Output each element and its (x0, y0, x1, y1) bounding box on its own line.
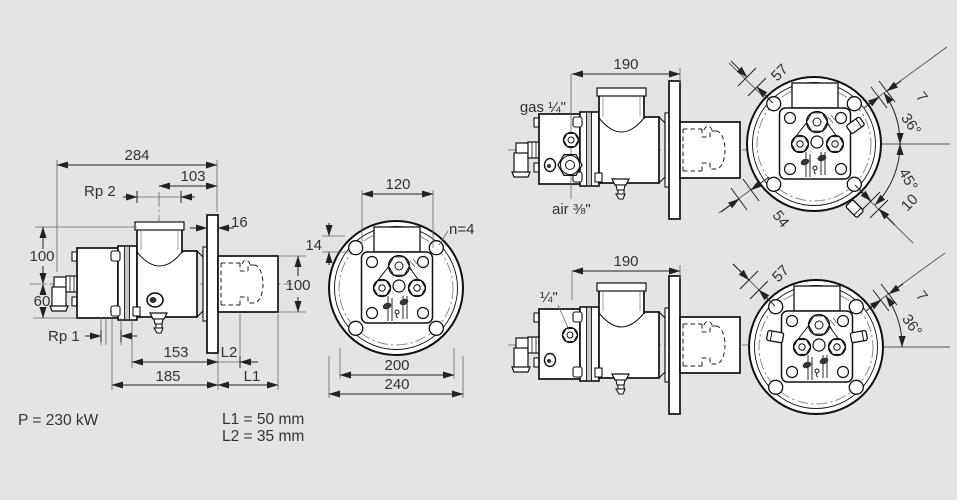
port-hex (561, 326, 579, 344)
label-air-port: air ⅜" (552, 201, 591, 218)
upper-nozzle (846, 116, 865, 134)
dim-overall-length: 284 (124, 147, 149, 164)
dim-pipe-to-flange: 103 (180, 168, 205, 185)
air-port-hex (557, 153, 583, 177)
lower-nozzle (845, 199, 864, 218)
leader-line (557, 304, 570, 331)
dim-10: 10 (898, 191, 922, 215)
front-view-variant-a: 120 14 n=4 200 240 (305, 176, 474, 398)
dim-angle-45: 45° (895, 166, 921, 194)
dim-7: 7 (912, 288, 931, 305)
dim-57: 57 (769, 262, 793, 286)
side-view-variant-c: 190 ¼" (508, 253, 750, 415)
dim-153: 153 (163, 344, 188, 361)
notes: P = 230 kW L1 = 50 mm L2 = 35 mm (18, 411, 304, 445)
front-view-variant-b: 57 7 36° 45° 10 54 (718, 46, 950, 244)
side-view-variant-b: 190 gas ¼" air ⅜" (508, 56, 750, 220)
dim-bolt-circle: 200 (384, 357, 409, 374)
side-view-variant-a: 284 103 Rp 2 16 100 60 100 Rp 1 153 (29, 147, 311, 390)
gas-port-hex (562, 131, 580, 149)
dim-54: 54 (769, 207, 793, 231)
dim-length-190: 190 (613, 253, 638, 270)
label-rp1-thread: Rp 1 (48, 328, 80, 345)
label-rp2-thread: Rp 2 (84, 183, 116, 200)
left-nozzle (766, 329, 785, 344)
dim-above-axis: 100 (29, 248, 54, 265)
right-nozzle (849, 329, 868, 344)
front-view-variant-c: 57 7 36° (732, 252, 950, 415)
label-gas-port: gas ¼" (520, 99, 566, 116)
dim-angle-36: 36° (897, 110, 924, 138)
dim-185: 185 (155, 368, 180, 385)
dim-flange-diameter: 240 (384, 376, 409, 393)
dim-tube-height: 100 (285, 277, 310, 294)
dim-7: 7 (912, 89, 931, 106)
l1-note: L1 = 50 mm (222, 411, 304, 428)
dim-below-axis: 60 (34, 293, 51, 310)
dim-flange-thickness: 16 (231, 214, 248, 231)
power-note: P = 230 kW (18, 412, 99, 429)
dim-l2: L2 (221, 344, 238, 361)
dim-hole-offset: 14 (305, 237, 322, 254)
label-port: ¼" (540, 289, 558, 306)
dim-length-190: 190 (613, 56, 638, 73)
dim-plate-width: 120 (385, 176, 410, 193)
label-hole-count: n=4 (449, 221, 474, 238)
dim-angle-36: 36° (898, 311, 925, 339)
dim-l1: L1 (244, 368, 261, 385)
l2-note: L2 = 35 mm (222, 428, 304, 445)
